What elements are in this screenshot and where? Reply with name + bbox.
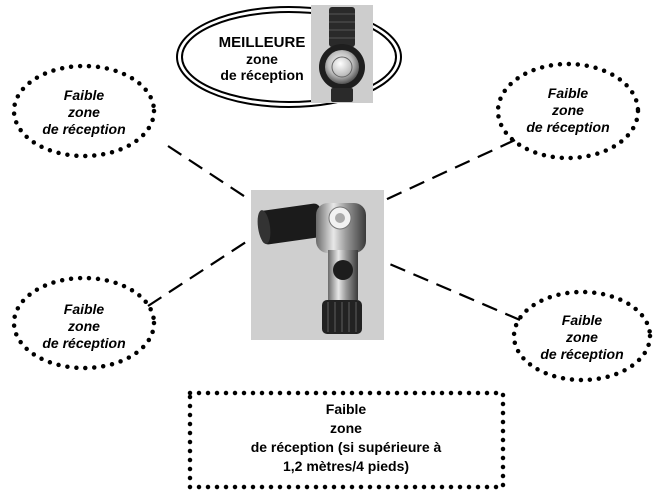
weak-zone-bottom-left-ellipse xyxy=(11,275,157,371)
weak-zone-bottom-right-ellipse xyxy=(511,289,653,383)
bottom-zone-line: 1,2 mètres/4 pieds) xyxy=(282,458,410,474)
weak-zone-top-left-ellipse xyxy=(11,63,157,159)
weak-zone-bottom-left-label: Faible zone de réception xyxy=(24,301,144,352)
weak-zone-line: de réception xyxy=(42,335,126,351)
bottom-zone-line: de réception (si supérieure à xyxy=(250,439,442,455)
weak-zone-line: zone xyxy=(552,102,584,118)
bottom-zone-line: zone xyxy=(330,420,362,436)
weak-zone-bottom-rect xyxy=(187,390,506,490)
weak-zone-bottom-label: Faible zone de réception (si supérieure … xyxy=(196,400,496,476)
weak-zone-line: de réception xyxy=(526,119,610,135)
weak-zone-ellipses xyxy=(11,61,653,490)
weak-zone-line: Faible xyxy=(63,87,105,103)
dive-watch-image xyxy=(311,5,373,103)
best-zone-line-3: de réception xyxy=(220,67,304,83)
best-zone-line-1: MEILLEURE xyxy=(218,34,306,51)
transmitter-image xyxy=(251,190,384,340)
connector-lines xyxy=(147,139,521,322)
weak-zone-line: zone xyxy=(68,104,100,120)
weak-zone-line: zone xyxy=(68,318,100,334)
best-zone-ellipse xyxy=(176,6,402,108)
connector-top-right xyxy=(384,139,516,201)
best-zone-label: MEILLEURE zone de réception xyxy=(212,34,312,84)
weak-zone-line: de réception xyxy=(42,121,126,137)
weak-zone-line: Faible xyxy=(547,85,589,101)
connector-top-left xyxy=(167,145,251,201)
weak-zone-bottom-right-label: Faible zone de réception xyxy=(522,312,642,363)
weak-zone-line: zone xyxy=(566,329,598,345)
connector-bottom-right xyxy=(384,260,521,322)
weak-zone-line: Faible xyxy=(561,312,603,328)
weak-zone-line: Faible xyxy=(63,301,105,317)
weak-zone-top-left-label: Faible zone de réception xyxy=(24,87,144,138)
weak-zone-top-right-ellipse xyxy=(495,61,641,161)
best-zone-line-2: zone xyxy=(246,51,278,67)
bottom-zone-line: Faible xyxy=(325,401,367,417)
connector-bottom-left xyxy=(147,237,253,307)
weak-zone-line: de réception xyxy=(540,346,624,362)
weak-zone-top-right-label: Faible zone de réception xyxy=(508,85,628,136)
